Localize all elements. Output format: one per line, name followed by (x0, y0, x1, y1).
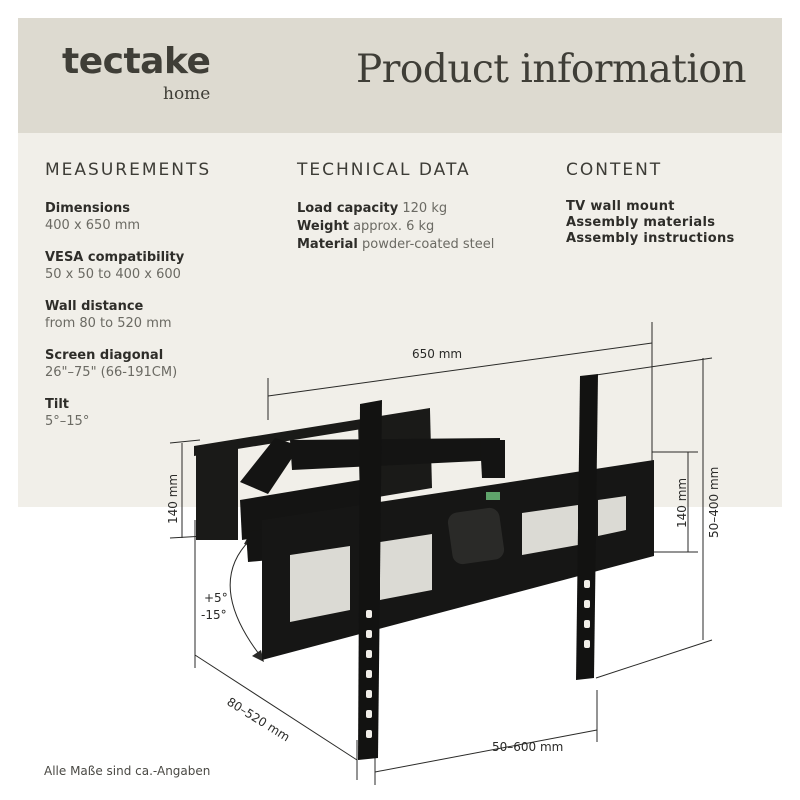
spec-value: 5°–15° (45, 414, 90, 429)
header-band (18, 18, 782, 133)
page-title: Product information (356, 47, 746, 92)
measurements-heading: MEASUREMENTS (45, 160, 212, 180)
tech-value: powder-coated steel (361, 237, 495, 252)
spec-value: 26"–75" (66-191CM) (45, 365, 178, 380)
tech-label: Weight (297, 219, 349, 234)
footnote: Alle Maße sind ca.-Angaben (44, 764, 211, 778)
vertical-arms (358, 374, 598, 760)
spec-value: from 80 to 520 mm (45, 316, 172, 331)
content-item: Assembly instructions (566, 231, 735, 246)
tech-label: Load capacity (297, 201, 399, 216)
brand-subtitle: home (163, 84, 211, 104)
spec-screen-diagonal: Screen diagonal 26"–75" (66-191CM) (45, 347, 177, 381)
dim-depth-label: 80–520 mm (224, 695, 292, 745)
spec-tilt: Tilt 5°–15° (45, 396, 89, 430)
tech-value: 120 kg (402, 201, 448, 216)
spec-label: Dimensions (45, 201, 130, 216)
dim-right-height-label: 140 mm (675, 478, 689, 528)
spec-wall-distance: Wall distance from 80 to 520 mm (45, 298, 172, 332)
spec-value: 50 x 50 to 400 x 600 (45, 267, 181, 282)
content-item: Assembly materials (566, 215, 716, 230)
spec-value: 400 x 650 mm (45, 218, 141, 233)
spec-dimensions: Dimensions 400 x 650 mm (45, 200, 140, 234)
tech-weight: Weight approx. 6 kg (297, 218, 434, 235)
tilt-down-label: -15° (201, 608, 227, 622)
brand-logo: tectake (62, 41, 211, 82)
spec-label: Wall distance (45, 299, 144, 314)
tech-label: Material (297, 237, 358, 252)
dim-vesa-width-label: 50–600 mm (492, 740, 563, 754)
content-heading: CONTENT (566, 160, 663, 180)
dim-vesa-height-label: 50–400 mm (707, 467, 721, 538)
spec-label: Screen diagonal (45, 348, 164, 363)
spec-vesa: VESA compatibility 50 x 50 to 400 x 600 (45, 249, 184, 283)
tech-value: approx. 6 kg (353, 219, 435, 234)
content-item: TV wall mount (566, 199, 675, 214)
spec-label: Tilt (45, 397, 69, 412)
spec-label: VESA compatibility (45, 250, 185, 265)
technical-heading: TECHNICAL DATA (297, 160, 471, 180)
tech-material: Material powder-coated steel (297, 236, 494, 253)
tech-load-capacity: Load capacity 120 kg (297, 200, 447, 217)
tilt-up-label: +5° (204, 591, 228, 605)
dim-width-label: 650 mm (412, 347, 462, 361)
dim-left-height-label: 140 mm (166, 474, 180, 524)
